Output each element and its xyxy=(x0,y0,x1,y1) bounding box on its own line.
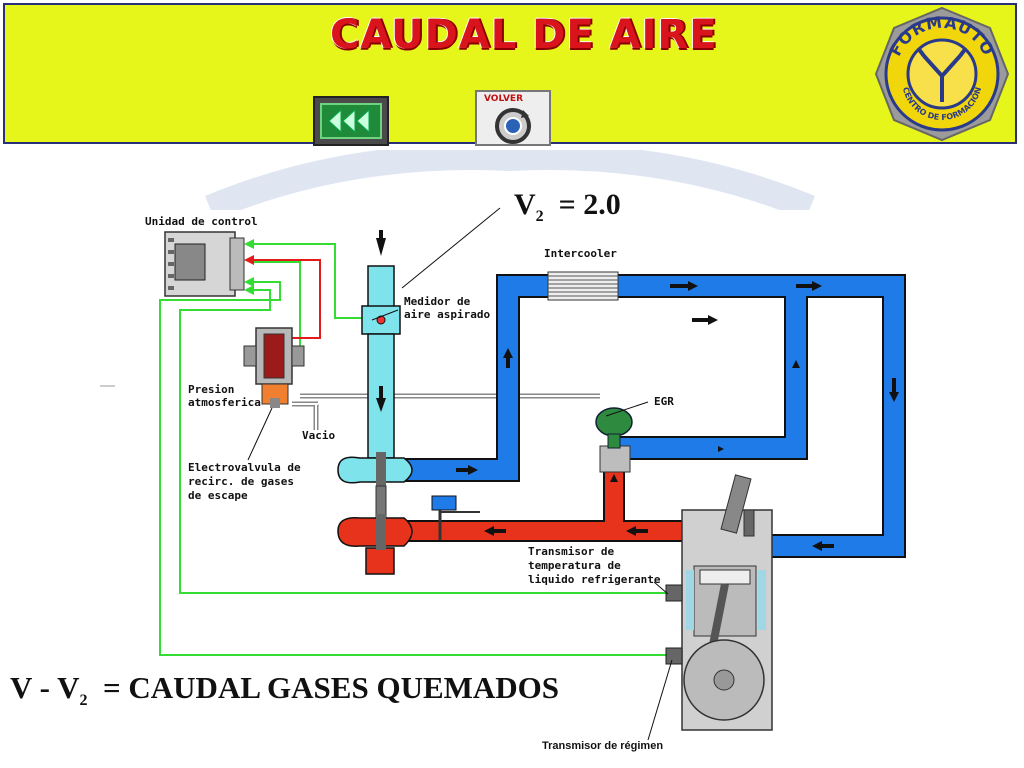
v2-value: V2 = 2.0 xyxy=(514,188,621,226)
label-transmisor-1: Transmisor de xyxy=(528,545,615,558)
v2-subscript: 2 xyxy=(535,208,544,225)
label-electrovalve-1: Electrovalvula de xyxy=(188,461,301,474)
signal-arrows xyxy=(244,239,254,295)
label-control-unit: Unidad de control xyxy=(145,215,258,228)
label-vacio: Vacio xyxy=(302,429,336,442)
formula-subscript: 2 xyxy=(79,692,88,710)
background-watermark xyxy=(205,150,815,210)
turbo-intake xyxy=(337,265,413,488)
formula-v: V - V xyxy=(10,670,80,705)
label-electrovalve-2: recirc. de gases xyxy=(188,475,294,488)
volver-button[interactable]: VOLVER xyxy=(475,90,551,146)
label-regimen: Transmisor de régimen xyxy=(542,740,664,752)
label-transmisor-3: liquido refrigerante xyxy=(528,573,661,586)
electrovalve xyxy=(243,327,305,408)
flow-arrows xyxy=(376,230,899,551)
formula-result: = CAUDAL GASES QUEMADOS xyxy=(102,670,560,705)
back-button[interactable] xyxy=(313,96,389,146)
label-medidor-2: aire aspirado xyxy=(404,308,491,321)
label-egr: EGR xyxy=(654,395,674,408)
control-unit xyxy=(164,231,245,297)
label-presion-1: Presion xyxy=(188,383,235,396)
label-presion-2: atmosferica xyxy=(188,396,261,409)
label-transmisor-2: temperatura de xyxy=(528,559,621,572)
signal-wires xyxy=(159,243,672,656)
label-electrovalve-3: de escape xyxy=(188,489,248,502)
intercooler xyxy=(547,271,619,301)
page-title: CAUDAL DE AIRE xyxy=(330,12,718,58)
engine-block xyxy=(681,474,773,731)
red-wire xyxy=(250,259,321,339)
rewind-icon xyxy=(320,103,382,139)
return-icon xyxy=(495,108,531,144)
label-medidor-1: Medidor de xyxy=(404,295,471,308)
formula: V - V2 = CAUDAL GASES QUEMADOS xyxy=(10,670,559,710)
wastegate xyxy=(431,495,480,540)
egr-valve xyxy=(595,407,633,473)
label-intercooler: Intercooler xyxy=(544,247,617,260)
volver-label: VOLVER xyxy=(484,94,523,104)
v2-symbol: V xyxy=(514,188,536,221)
formauto-logo: FORMAUTO CENTRO DE FORMACIÓN xyxy=(874,6,1010,142)
v2-number: = 2.0 xyxy=(558,188,621,221)
turbine xyxy=(337,514,413,550)
intake-duct xyxy=(396,276,904,556)
